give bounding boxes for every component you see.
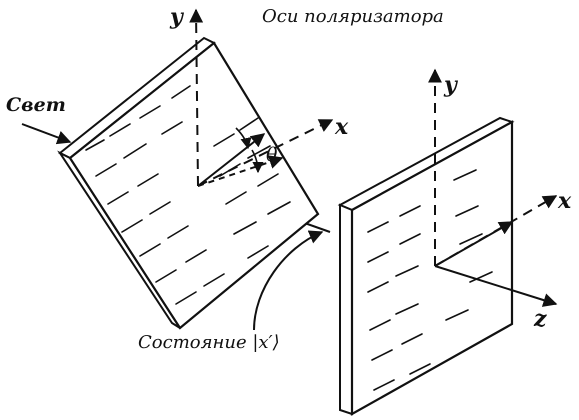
state-pointer xyxy=(253,230,324,331)
polarizer-axis-arrow xyxy=(197,133,266,187)
left-plate-hatching xyxy=(85,85,291,305)
right-polarizer-plate xyxy=(337,116,515,416)
theta-label: θ xyxy=(266,144,278,166)
theta-arc xyxy=(251,149,264,174)
right-x-arrow xyxy=(434,221,514,267)
left-y-axis xyxy=(189,8,204,187)
left-x-axis xyxy=(197,119,334,187)
state-label: Состояние |x′⟩ xyxy=(138,332,280,353)
left-y-label: y xyxy=(170,4,183,30)
diagram-title: Оси поляризатора xyxy=(262,6,444,27)
left-x-label: x xyxy=(335,114,349,140)
left-polarizer-plate xyxy=(57,36,320,330)
polarizer-axis-x xyxy=(197,155,284,187)
right-y-label: y xyxy=(444,72,457,98)
light-arrow xyxy=(21,123,72,145)
light-label: Свет xyxy=(6,94,66,116)
theta-arc-2 xyxy=(235,127,252,150)
right-z-label: z xyxy=(534,306,547,332)
right-axes xyxy=(428,68,558,307)
right-x-label: x xyxy=(558,188,572,214)
left-axes xyxy=(189,8,334,187)
right-plate-hatching xyxy=(367,169,493,391)
right-z-axis xyxy=(434,265,558,307)
